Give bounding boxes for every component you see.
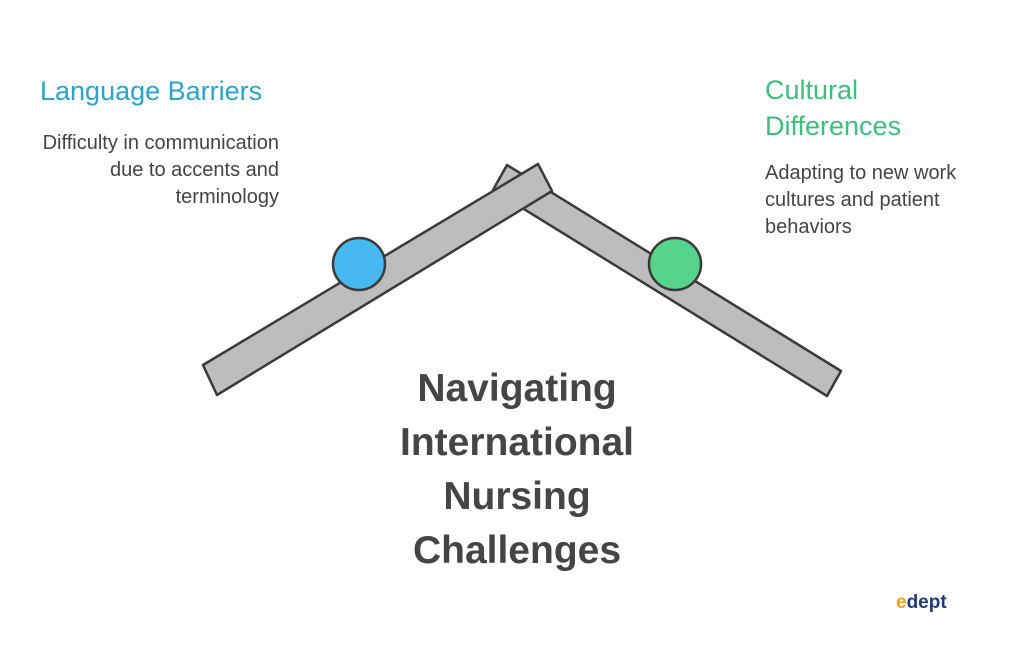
language-barriers-title: Language Barriers xyxy=(40,76,263,106)
left-ball xyxy=(331,236,387,292)
cultural-differences-title: Cultural Differences xyxy=(765,75,902,141)
brand-logo-text: dept xyxy=(906,592,947,613)
brand-logo: edept xyxy=(896,592,947,614)
right-ball xyxy=(647,236,703,292)
cultural-differences-description: Adapting to new work cultures and patien… xyxy=(765,162,957,238)
main-title: Navigating International Nursing Challen… xyxy=(399,367,635,572)
brand-logo-e: e xyxy=(896,592,907,613)
language-barriers-description: Difficulty in communication due to accen… xyxy=(42,132,279,208)
